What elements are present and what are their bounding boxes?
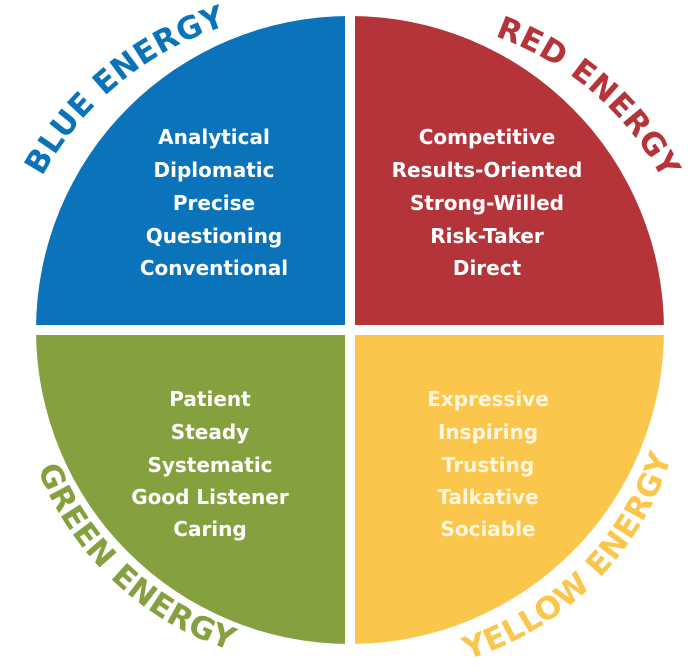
red-quadrant xyxy=(350,16,664,330)
yellow-trait: Sociable xyxy=(440,517,535,541)
horizontal-divider xyxy=(26,325,676,335)
red-trait: Results-Oriented xyxy=(392,158,583,182)
blue-trait: Precise xyxy=(173,191,255,215)
green-trait: Caring xyxy=(173,517,246,541)
red-trait: Competitive xyxy=(419,125,556,149)
blue-quadrant xyxy=(36,16,350,330)
blue-trait: Questioning xyxy=(146,224,283,248)
green-trait: Systematic xyxy=(147,453,272,477)
red-trait: Strong-Willed xyxy=(410,191,564,215)
green-trait: Steady xyxy=(171,420,249,444)
red-trait: Direct xyxy=(453,256,522,280)
green-traits: Patient Steady Systematic Good Listener … xyxy=(131,387,289,541)
green-quadrant xyxy=(36,330,350,644)
blue-traits: Analytical Diplomatic Precise Questionin… xyxy=(140,125,288,280)
yellow-trait: Expressive xyxy=(427,387,549,411)
yellow-trait: Inspiring xyxy=(438,420,538,444)
blue-trait: Conventional xyxy=(140,256,288,280)
yellow-trait: Trusting xyxy=(442,453,534,477)
yellow-traits: Expressive Inspiring Trusting Talkative … xyxy=(427,387,549,541)
yellow-quadrant xyxy=(350,330,664,644)
blue-trait: Diplomatic xyxy=(154,158,275,182)
red-trait: Risk-Taker xyxy=(430,224,544,248)
yellow-trait: Talkative xyxy=(437,485,538,509)
green-trait: Patient xyxy=(169,387,251,411)
red-traits: Competitive Results-Oriented Strong-Will… xyxy=(392,125,583,280)
green-trait: Good Listener xyxy=(131,485,289,509)
blue-trait: Analytical xyxy=(158,125,270,149)
